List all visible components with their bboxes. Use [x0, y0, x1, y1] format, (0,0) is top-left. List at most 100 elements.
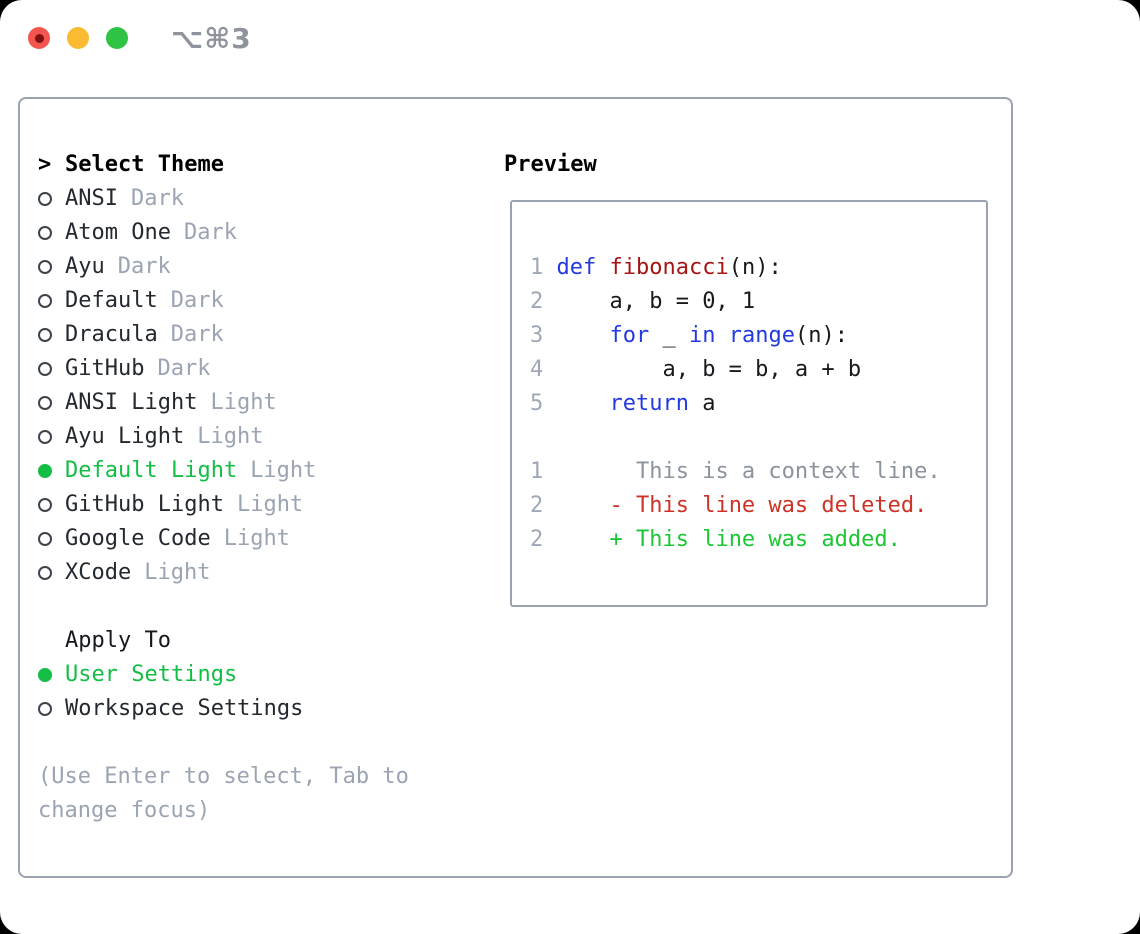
radio-icon — [38, 702, 52, 716]
theme-variant: Light — [223, 526, 290, 551]
theme-name: Default Light — [65, 458, 238, 483]
preview-line: 1 This is a context line. — [530, 455, 986, 489]
code-token: def — [556, 255, 597, 280]
theme-name: GitHub — [65, 356, 145, 381]
apply-option-user-settings[interactable]: User Settings — [38, 658, 490, 692]
code-token — [715, 323, 728, 348]
theme-name: XCode — [65, 560, 132, 585]
radio-selected-icon — [38, 464, 52, 478]
code-token: 4 — [530, 357, 544, 382]
preview-line: 4 a, b = b, a + b — [530, 353, 986, 387]
theme-name: Google Code — [65, 526, 211, 551]
radio-cell — [38, 454, 65, 488]
theme-name: Ayu Light — [65, 424, 185, 449]
minimize-button[interactable] — [67, 27, 89, 49]
code-token: range — [728, 323, 795, 348]
code-token: 2 — [530, 289, 544, 314]
select-theme-title: Select Theme — [65, 152, 224, 177]
theme-variant: Dark — [183, 220, 237, 245]
radio-cell — [38, 250, 65, 284]
code-token — [543, 527, 609, 552]
radio-icon — [38, 396, 52, 410]
code-token: a, b = b, a + b — [543, 357, 862, 382]
theme-option-default-light-light[interactable]: Default Light Light — [38, 454, 490, 488]
radio-cell — [38, 216, 65, 250]
preview-column: Preview 1 def fibonacci(n):2 a, b = 0, 1… — [490, 148, 1011, 876]
code-token: for — [609, 323, 650, 348]
code-token: - This line was deleted. — [609, 493, 928, 518]
code-token — [543, 391, 609, 416]
theme-option-ayu-dark[interactable]: Ayu Dark — [38, 250, 490, 284]
spacer — [38, 590, 490, 624]
radio-cell — [38, 658, 65, 692]
theme-variant: Light — [236, 492, 304, 517]
theme-name: GitHub Light — [65, 492, 224, 517]
code-token: (n): — [728, 255, 782, 280]
code-token: + This line was added. — [609, 527, 901, 552]
code-token: return — [609, 391, 689, 416]
theme-variant: Dark — [170, 288, 224, 313]
theme-name: ANSI — [65, 186, 118, 211]
theme-variant: Light — [250, 458, 317, 483]
radio-cell — [38, 352, 65, 386]
theme-option-ansi-light-light[interactable]: ANSI Light Light — [38, 386, 490, 420]
maximize-button[interactable] — [106, 27, 128, 49]
theme-option-xcode-light[interactable]: XCode Light — [38, 556, 490, 590]
theme-name: Atom One — [65, 220, 171, 245]
code-token — [543, 323, 609, 348]
theme-name: Ayu — [65, 254, 105, 279]
radio-icon — [38, 566, 52, 580]
theme-variant: Dark — [117, 254, 171, 279]
radio-icon — [38, 328, 52, 342]
marker-cell — [38, 624, 65, 658]
select-theme-header: > Select Theme — [38, 148, 490, 182]
preview-header: Preview — [504, 148, 1011, 182]
close-button[interactable] — [28, 27, 50, 49]
titlebar: ⌥⌘3 — [28, 22, 252, 55]
theme-name: Dracula — [65, 322, 158, 347]
preview-line: 2 + This line was added. — [530, 523, 986, 557]
preview-line: 1 def fibonacci(n): — [530, 251, 986, 285]
code-token — [543, 493, 609, 518]
code-token: This is a context line. — [635, 459, 941, 484]
radio-cell — [38, 318, 65, 352]
radio-cell — [38, 692, 65, 726]
preview-title: Preview — [504, 152, 597, 177]
apply-option-label: Workspace Settings — [65, 696, 304, 721]
radio-cell — [38, 420, 65, 454]
code-token — [543, 459, 636, 484]
keyboard-hint: (Use Enter to select, Tab to change focu… — [38, 764, 409, 823]
theme-name: ANSI Light — [65, 390, 198, 415]
theme-variant: Light — [210, 390, 277, 415]
theme-option-ayu-light-light[interactable]: Ayu Light Light — [38, 420, 490, 454]
theme-variant: Light — [197, 424, 264, 449]
radio-cell — [38, 488, 65, 522]
radio-icon — [38, 362, 52, 376]
preview-line: 3 for _ in range(n): — [530, 319, 986, 353]
prompt-cell: > — [38, 148, 65, 182]
theme-variant: Light — [144, 560, 211, 585]
spacer — [38, 726, 490, 760]
theme-option-github-light-light[interactable]: GitHub Light Light — [38, 488, 490, 522]
theme-option-google-code-light[interactable]: Google Code Light — [38, 522, 490, 556]
code-token: _ — [649, 323, 689, 348]
radio-cell — [38, 284, 65, 318]
code-token: 1 — [530, 459, 544, 484]
radio-cell — [38, 556, 65, 590]
code-token: a, b = 0, 1 — [543, 289, 756, 314]
radio-icon — [38, 260, 52, 274]
code-token: (n): — [794, 323, 848, 348]
apply-option-workspace-settings[interactable]: Workspace Settings — [38, 692, 490, 726]
radio-selected-icon — [38, 668, 52, 682]
code-token: fibonacci — [609, 255, 729, 280]
code-token: 2 — [530, 493, 544, 518]
radio-icon — [38, 192, 52, 206]
theme-option-atom-one-dark[interactable]: Atom One Dark — [38, 216, 490, 250]
